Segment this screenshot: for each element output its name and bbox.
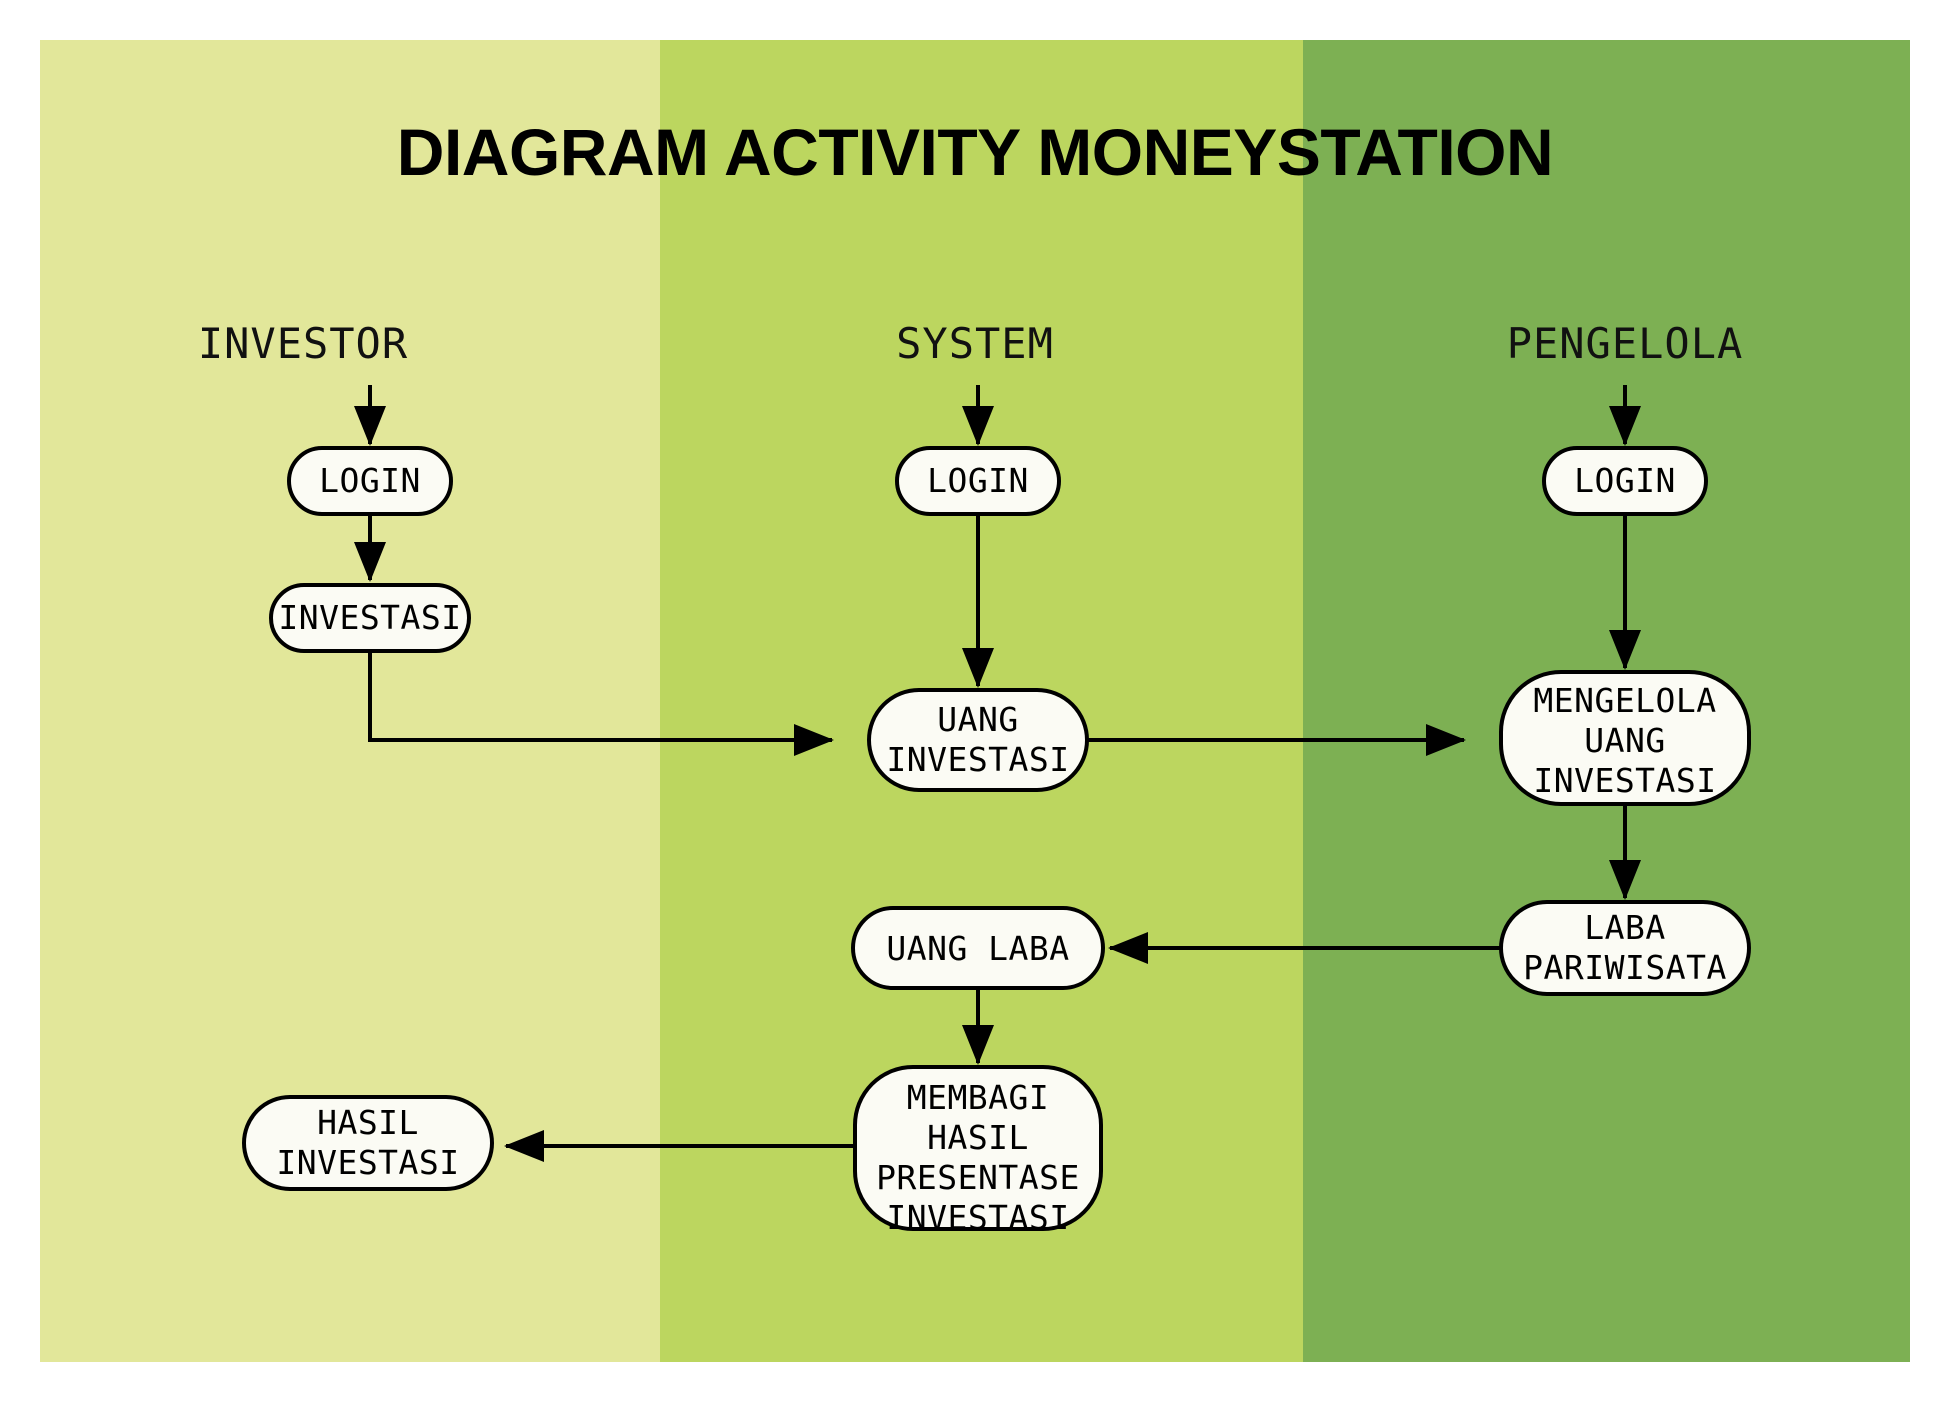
node-investasi[interactable]: INVESTASI — [269, 583, 471, 653]
node-laba-pariwisata-label-line1: LABA — [1584, 908, 1665, 947]
diagram-nodes: LOGIN INVESTASI HASIL INVESTASI LOGIN UA… — [242, 446, 1751, 1237]
node-login-investor-label: LOGIN — [319, 461, 421, 500]
node-login-pengelola-label: LOGIN — [1574, 461, 1676, 500]
node-mengelola-label-line3: INVESTASI — [1533, 761, 1716, 800]
lane-title-investor: INVESTOR — [198, 319, 408, 368]
node-membagi-hasil[interactable]: MEMBAGI HASIL PRESENTASE INVESTASI — [853, 1065, 1103, 1237]
node-investasi-label: INVESTASI — [278, 598, 461, 637]
node-uang-laba-label: UANG LABA — [886, 929, 1069, 968]
node-hasil-investasi-label-line2: INVESTASI — [276, 1143, 459, 1182]
node-login-pengelola[interactable]: LOGIN — [1542, 446, 1708, 516]
node-membagi-hasil-label-line3: PRESENTASE — [876, 1158, 1080, 1197]
edge-investasi-to-uang-investasi — [368, 651, 834, 756]
node-mengelola-label-line1: MENGELOLA — [1533, 681, 1716, 720]
lane-headers: INVESTOR SYSTEM PENGELOLA — [198, 319, 1744, 368]
node-login-investor[interactable]: LOGIN — [287, 446, 453, 516]
lane-title-pengelola: PENGELOLA — [1507, 319, 1744, 368]
node-uang-investasi-label-line1: UANG — [937, 700, 1018, 739]
node-membagi-hasil-label-line4: INVESTASI — [886, 1198, 1069, 1237]
node-laba-pariwisata-label-line2: PARIWISATA — [1523, 948, 1727, 987]
node-laba-pariwisata[interactable]: LABA PARIWISATA — [1499, 900, 1751, 996]
node-mengelola-label-line2: UANG — [1584, 721, 1665, 760]
node-membagi-hasil-label-line2: HASIL — [927, 1118, 1029, 1157]
page-title: DIAGRAM ACTIVITY MONEYSTATION — [397, 115, 1553, 189]
node-login-system[interactable]: LOGIN — [895, 446, 1061, 516]
lane-title-system: SYSTEM — [896, 319, 1054, 368]
node-hasil-investasi-label-line1: HASIL — [317, 1103, 419, 1142]
node-membagi-hasil-label-line1: MEMBAGI — [907, 1078, 1050, 1117]
node-uang-laba[interactable]: UANG LABA — [851, 906, 1105, 990]
node-login-system-label: LOGIN — [927, 461, 1029, 500]
diagram-edges — [354, 385, 1641, 1162]
node-mengelola-uang-investasi[interactable]: MENGELOLA UANG INVESTASI — [1499, 670, 1751, 806]
node-uang-investasi-label-line2: INVESTASI — [886, 740, 1069, 779]
node-hasil-investasi[interactable]: HASIL INVESTASI — [242, 1095, 494, 1191]
node-uang-investasi[interactable]: UANG INVESTASI — [867, 688, 1089, 792]
